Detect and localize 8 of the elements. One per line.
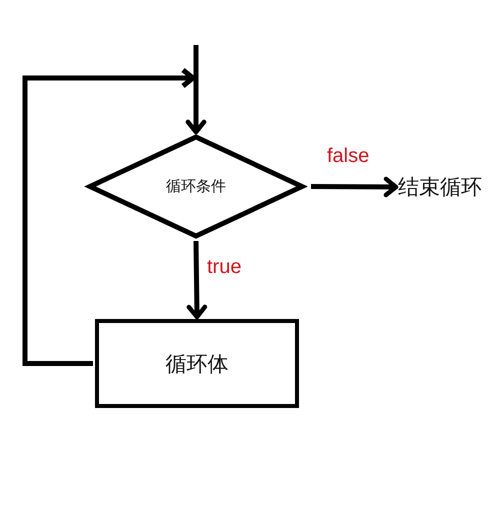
process-box [95, 319, 299, 408]
decision-diamond [83, 134, 309, 239]
end-text: 结束循环 [398, 172, 482, 202]
node-text: 循环条件 [166, 177, 226, 196]
arrow [186, 240, 208, 320]
arrow [22, 68, 206, 366]
arrow [310, 176, 398, 198]
node-text: 循环体 [166, 350, 228, 378]
